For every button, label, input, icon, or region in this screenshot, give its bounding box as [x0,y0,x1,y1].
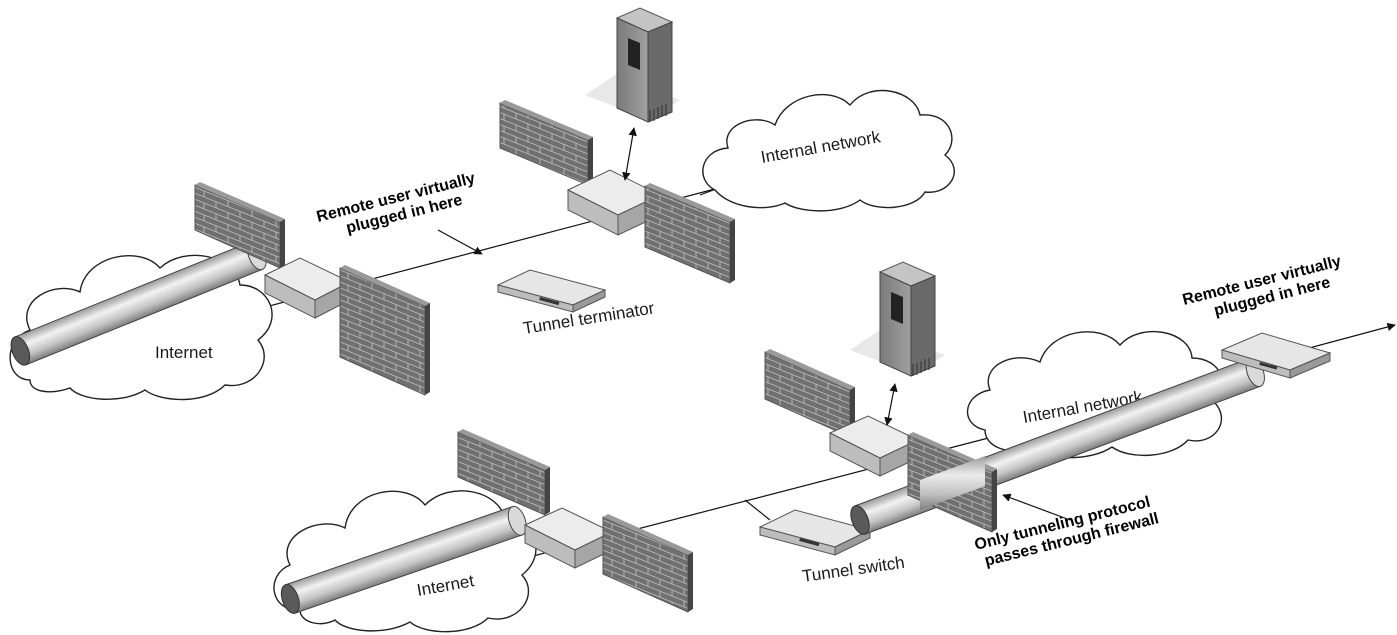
top-server [585,7,680,123]
top-firewall-left [194,182,430,396]
top-internal-cloud [702,89,955,212]
firewall-note: Only tunneling protocol passes through f… [973,493,1161,572]
tunnel-terminator-device [496,269,607,313]
tunnel-switch-device [758,509,872,556]
top-server-link [622,127,637,181]
bottom-tunnel-left [280,505,527,614]
bottom-server [850,261,945,377]
firewall-note-arrow [1002,493,1071,521]
top-callout-arrow [437,229,483,255]
top-internet-label: Internet [155,343,213,362]
bottom-internal-cloud [966,330,1224,459]
bottom-firewall-right [764,349,920,477]
top-callout: Remote user virtually plugged in here [315,169,486,243]
remote-user-device [1220,332,1332,379]
bottom-firewall-right-front [907,432,997,533]
tunnel-switch-label: Tunnel switch [801,553,906,586]
top-tunnel [10,240,267,366]
bottom-callout: Remote user virtually plugged in here [1181,252,1352,326]
bottom-firewall-left [457,429,693,613]
bottom-server-link [884,383,898,426]
top-firewall-right [499,100,735,284]
